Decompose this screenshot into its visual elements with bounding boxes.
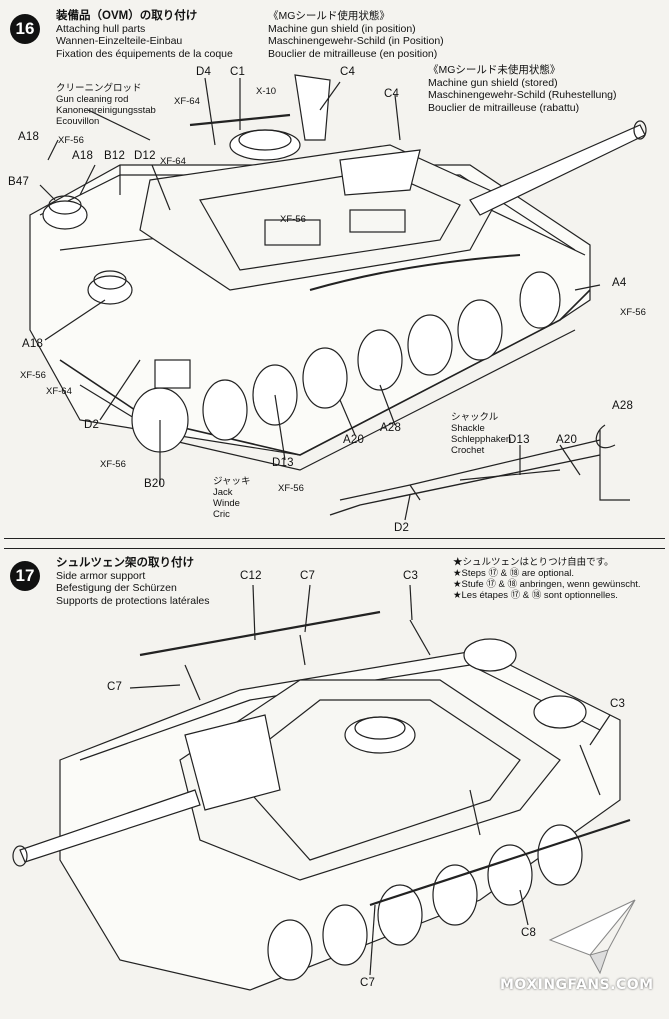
- part-label-c3-right: C3: [610, 698, 626, 710]
- cleaning-rod-caption: クリーニングロッド Gun cleaning rod Kanonenreinig…: [56, 83, 156, 127]
- moxingfans-logo: MOXINGFANS.COM: [500, 895, 660, 995]
- part-label-c8: C8: [521, 927, 537, 939]
- step-16-number: 16: [10, 14, 40, 44]
- part-label-c3-top: C3: [403, 570, 419, 582]
- part-label-b20: B20: [144, 478, 166, 490]
- cleaning-rod-jp: クリーニングロッド: [56, 83, 142, 94]
- shield-in-position-caption: 《MGシールド使用状態》 Machine gun shield (in posi…: [268, 10, 444, 60]
- part-label-a18-a: A18: [18, 131, 40, 143]
- paint-label-x10: X-10: [256, 86, 277, 97]
- optional-note-jp: ★シュルツェンはとりつけ自由です。: [453, 557, 614, 568]
- part-label-c12: C12: [240, 570, 262, 582]
- step-16-panel: [4, 2, 665, 539]
- part-label-d12: D12: [134, 150, 156, 162]
- paper-plane-icon: [548, 899, 636, 975]
- part-label-c7-bottom: C7: [360, 977, 376, 989]
- part-label-c4-top: C4: [340, 66, 356, 78]
- jack-en: Jack: [213, 487, 233, 498]
- cleaning-rod-en: Gun cleaning rod: [56, 94, 129, 105]
- shield-in-position-fr: Bouclier de mitrailleuse (en position): [268, 47, 438, 60]
- part-label-c7-top: C7: [300, 570, 316, 582]
- inset-label-d2: D2: [394, 522, 410, 534]
- paint-label-xf56-f: XF-56: [620, 307, 646, 318]
- inset-label-a20: A20: [556, 434, 578, 446]
- shield-stored-de: Maschinengewehr-Schild (Ruhestellung): [428, 89, 617, 101]
- paint-label-xf56-a: XF-56: [58, 135, 84, 146]
- paint-label-xf56-e: XF-56: [278, 483, 304, 494]
- optional-note-en: ★Steps ⑰ & ⑱ are optional.: [453, 568, 574, 579]
- part-label-b47: B47: [8, 176, 30, 188]
- part-label-c1: C1: [230, 66, 246, 78]
- shackle-caption: シャックル Shackle Schlepphaken Crochet: [451, 412, 511, 456]
- step-17-title-en: Side armor support: [56, 569, 146, 582]
- step-16-title: 装備品（OVM）の取り付け Attaching hull parts Wanne…: [56, 10, 233, 60]
- paint-label-xf64-a: XF-64: [174, 96, 200, 107]
- watermark-text: MOXINGFANS.COM: [500, 977, 654, 993]
- step-17-title: シュルツェン架の取り付け Side armor support Befestig…: [56, 557, 210, 607]
- shield-stored-jp: 《MGシールド未使用状態》: [428, 64, 561, 76]
- jack-de: Winde: [213, 498, 240, 509]
- shield-in-position-en: Machine gun shield (in position): [268, 22, 416, 35]
- part-label-a20: A20: [343, 434, 365, 446]
- step-16-title-jp: 装備品（OVM）の取り付け: [56, 10, 198, 22]
- inset-label-d13: D13: [508, 434, 530, 446]
- optional-note-fr: ★Les étapes ⑰ & ⑱ sont optionnelles.: [453, 590, 618, 601]
- optional-steps-note: ★シュルツェンはとりつけ自由です。 ★Steps ⑰ & ⑱ are optio…: [453, 557, 641, 601]
- shield-in-position-jp: 《MGシールド使用状態》: [268, 10, 390, 22]
- paint-label-xf56-d: XF-56: [100, 459, 126, 470]
- part-label-d2: D2: [84, 419, 100, 431]
- paint-label-xf64-b: XF-64: [160, 156, 186, 167]
- inset-label-a28: A28: [612, 400, 634, 412]
- step-17-title-de: Befestigung der Schürzen: [56, 582, 177, 594]
- step-17-number: 17: [10, 561, 40, 591]
- step-16-title-de: Wannen-Einzelteile-Einbau: [56, 35, 183, 47]
- cleaning-rod-de: Kanonenreinigungsstab: [56, 105, 156, 116]
- shackle-en: Shackle: [451, 423, 485, 434]
- part-label-a4: A4: [612, 277, 627, 289]
- cleaning-rod-fr: Ecouvillon: [56, 116, 100, 127]
- part-label-a28: A28: [380, 422, 402, 434]
- jack-jp: ジャッキ: [213, 476, 251, 487]
- step-17-title-jp: シュルツェン架の取り付け: [56, 557, 194, 569]
- shield-stored-caption: 《MGシールド未使用状態》 Machine gun shield (stored…: [428, 64, 617, 114]
- part-label-a18-c: A18: [22, 338, 44, 350]
- step-16-title-fr: Fixation des équipements de la coque: [56, 47, 233, 60]
- paint-label-xf56-b: XF-56: [280, 214, 306, 225]
- part-label-d13: D13: [272, 457, 294, 469]
- optional-note-de: ★Stufe ⑰ & ⑱ anbringen, wenn gewünscht.: [453, 579, 641, 590]
- shield-stored-fr: Bouclier de mitrailleuse (rabattu): [428, 101, 580, 114]
- jack-fr: Cric: [213, 509, 230, 520]
- shield-stored-en: Machine gun shield (stored): [428, 76, 558, 89]
- shackle-fr: Crochet: [451, 445, 485, 456]
- paint-label-xf64-c: XF-64: [46, 386, 72, 397]
- part-label-c4-right: C4: [384, 88, 400, 100]
- step-17-title-fr: Supports de protections latérales: [56, 594, 210, 607]
- step-17-panel: [4, 548, 665, 1017]
- shackle-jp: シャックル: [451, 412, 499, 423]
- step-16-title-en: Attaching hull parts: [56, 22, 146, 35]
- part-label-d4: D4: [196, 66, 212, 78]
- jack-caption: ジャッキ Jack Winde Cric: [213, 476, 251, 520]
- shield-in-position-de: Maschinengewehr-Schild (in Position): [268, 35, 444, 47]
- part-label-b12: B12: [104, 150, 126, 162]
- part-label-a18-b: A18: [72, 150, 94, 162]
- part-label-c7-left: C7: [107, 681, 123, 693]
- paint-label-xf56-c: XF-56: [20, 370, 46, 381]
- shackle-de: Schlepphaken: [451, 434, 512, 445]
